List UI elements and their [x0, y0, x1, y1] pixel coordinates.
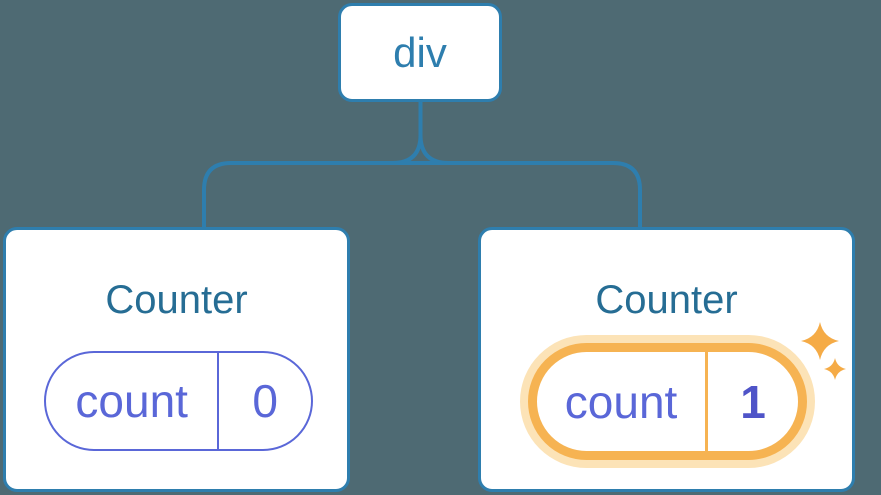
counter-right-title: Counter [595, 278, 738, 322]
state-pill-right-highlighted: count 1 [528, 343, 807, 460]
state-key-right: count [537, 352, 709, 451]
counter-card-left: Counter count 0 [3, 227, 350, 492]
root-node-div: div [338, 3, 502, 102]
sparkles-icon [801, 322, 846, 380]
state-pill-left: count 0 [44, 351, 313, 451]
state-key-left: count [46, 353, 220, 449]
counter-card-right: Counter count 1 [478, 227, 855, 492]
root-node-label: div [393, 28, 447, 76]
state-value-left: 0 [252, 375, 278, 427]
counter-left-title: Counter [105, 278, 248, 322]
state-value-right: 1 [740, 375, 766, 428]
